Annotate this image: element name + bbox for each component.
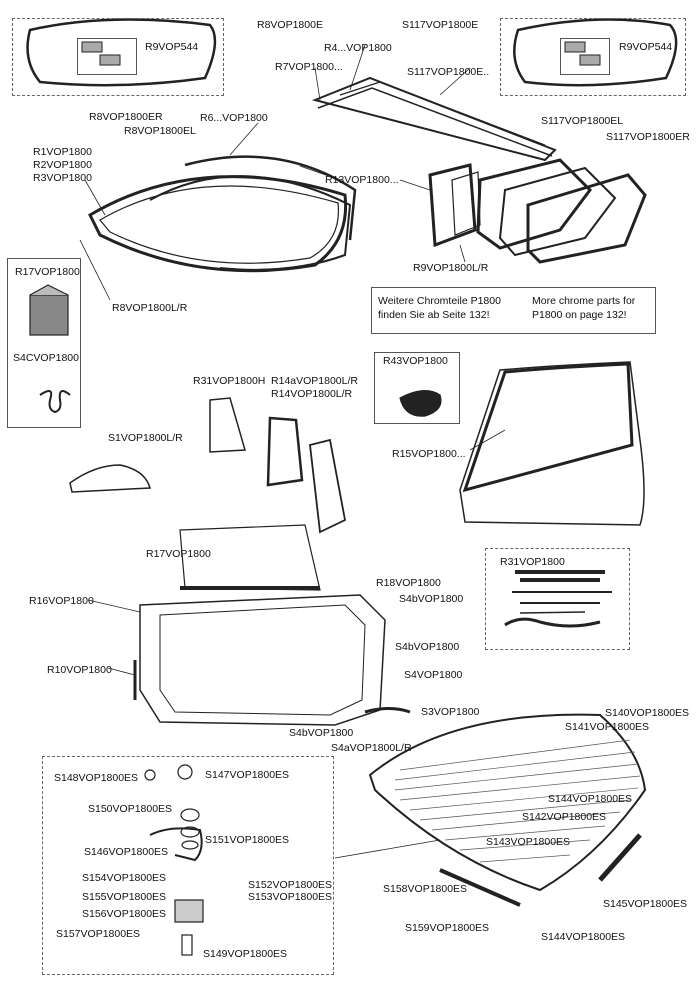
label-r3: R3VOP1800 xyxy=(33,172,92,184)
label-s117er: S117VOP1800ER xyxy=(606,131,690,143)
label-r7: R7VOP1800... xyxy=(275,61,343,73)
label-r15: R15VOP1800... xyxy=(392,448,466,460)
r9-inset-right xyxy=(560,38,610,75)
label-r43: R43VOP1800 xyxy=(383,355,448,367)
label-s151: S151VOP1800ES xyxy=(205,834,290,846)
label-r8er: R8VOP1800ER xyxy=(89,111,163,123)
label-s4c: S4CVOP1800 xyxy=(13,352,79,364)
label-r13: R13VOP1800... xyxy=(325,174,399,186)
label-r8e: R8VOP1800E xyxy=(257,19,323,31)
label-r14a: R14aVOP1800L/R xyxy=(271,375,358,387)
label-s157: S157VOP1800ES xyxy=(56,928,141,940)
label-s158: S158VOP1800ES xyxy=(383,883,468,895)
chrome-note-de-line2: finden Sie ab Seite 132! xyxy=(378,309,490,321)
r31-strips-box xyxy=(485,548,630,650)
label-s144-a: S144VOP1800ES xyxy=(548,793,633,805)
label-s141: S141VOP1800ES xyxy=(565,721,650,733)
windscreen-seal-right xyxy=(513,18,678,87)
label-r18: R18VOP1800 xyxy=(376,577,441,589)
label-s152: S152VOP1800ES xyxy=(248,879,333,891)
label-r8el: R8VOP1800EL xyxy=(124,125,196,137)
label-r31h: R31VOP1800H xyxy=(193,375,266,387)
label-s142: S142VOP1800ES xyxy=(522,811,607,823)
label-s4b-1: S4bVOP1800 xyxy=(399,593,464,605)
label-r17b: R17VOP1800 xyxy=(146,548,211,560)
chrome-note-de-line1: Weitere Chromteile P1800 xyxy=(378,295,501,307)
label-s143: S143VOP1800ES xyxy=(486,836,571,848)
chrome-note-en: More chrome parts for P1800 on page 132! xyxy=(532,294,635,322)
label-r6: R6...VOP1800 xyxy=(200,112,268,124)
label-r17: R17VOP1800 xyxy=(15,266,80,278)
label-s154: S154VOP1800ES xyxy=(82,872,167,884)
chrome-note-box xyxy=(371,287,656,334)
label-s3: S3VOP1800 xyxy=(421,706,480,718)
label-s153: S153VOP1800ES xyxy=(248,891,333,903)
s117-windscreen-box xyxy=(500,18,686,96)
label-s4b-3: S4bVOP1800 xyxy=(289,727,354,739)
label-s155: S155VOP1800ES xyxy=(82,891,167,903)
chrome-note-en-line1: More chrome parts for xyxy=(532,295,636,307)
label-r9lr: R9VOP1800L/R xyxy=(413,262,489,274)
label-s148: S148VOP1800ES xyxy=(54,772,139,784)
label-r2: R2VOP1800 xyxy=(33,159,92,171)
label-s4b-2: S4bVOP1800 xyxy=(395,641,460,653)
label-s145: S145VOP1800ES xyxy=(603,898,688,910)
label-s144-b: S144VOP1800ES xyxy=(541,931,626,943)
label-r31: R31VOP1800 xyxy=(500,556,565,568)
label-s149: S149VOP1800ES xyxy=(203,948,288,960)
windscreen-seal-left xyxy=(26,18,217,87)
label-s146: S146VOP1800ES xyxy=(84,846,169,858)
label-r14: R14VOP1800L/R xyxy=(271,388,353,400)
label-s159: S159VOP1800ES xyxy=(405,922,490,934)
label-s117el: S117VOP1800EL xyxy=(541,115,624,127)
label-s117e-top: S117VOP1800E xyxy=(402,19,479,31)
label-r9-left: R9VOP544 xyxy=(145,41,199,53)
label-s4a: S4aVOP1800L/R xyxy=(331,742,412,754)
label-s147: S147VOP1800ES xyxy=(205,769,290,781)
label-s1: S1VOP1800L/R xyxy=(108,432,183,444)
label-r10: R10VOP1800 xyxy=(47,664,112,676)
r9-inset-left xyxy=(77,38,137,75)
label-s156: S156VOP1800ES xyxy=(82,908,167,920)
label-s117e-mid: S117VOP1800E.. xyxy=(407,66,490,78)
label-s150: S150VOP1800ES xyxy=(88,803,173,815)
chrome-note-en-line2: P1800 on page 132! xyxy=(532,309,627,321)
label-s4: S4VOP1800 xyxy=(404,669,463,681)
r8-windscreen-box xyxy=(12,18,224,96)
r43-box xyxy=(374,352,460,424)
label-r8lr: R8VOP1800L/R xyxy=(112,302,188,314)
r17-s4c-box xyxy=(7,258,81,428)
label-r4: R4...VOP1800 xyxy=(324,42,392,54)
label-r16: R16VOP1800 xyxy=(29,595,94,607)
label-s140: S140VOP1800ES xyxy=(605,707,690,719)
label-r9-right: R9VOP544 xyxy=(619,41,673,53)
lock-parts-box xyxy=(42,756,334,975)
label-r1: R1VOP1800 xyxy=(33,146,92,158)
chrome-note-de: Weitere Chromteile P1800 finden Sie ab S… xyxy=(378,294,501,322)
